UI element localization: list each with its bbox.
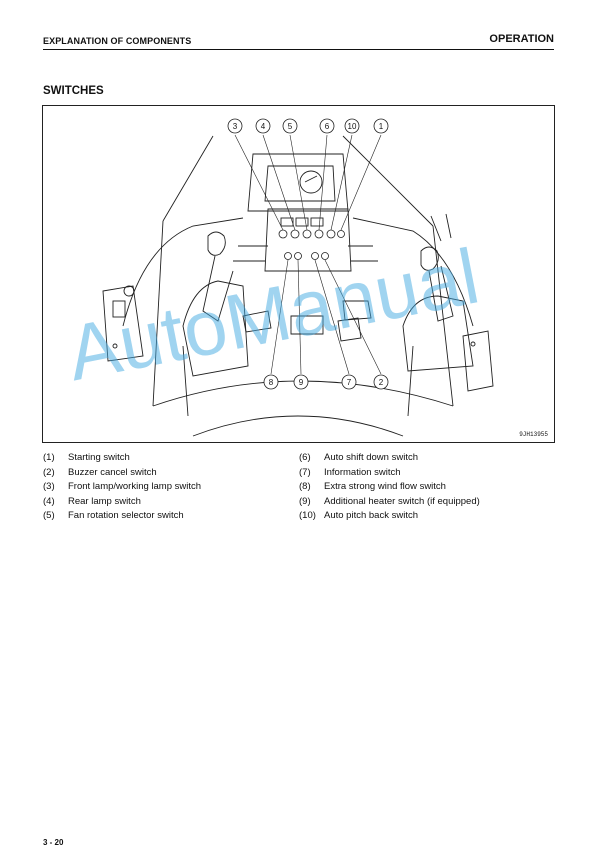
callout-5: 5	[288, 122, 293, 131]
legend-item: (9) Additional heater switch (if equipped…	[299, 495, 559, 510]
legend-number: (5)	[43, 510, 55, 522]
legend-label: Fan rotation selector switch	[68, 510, 184, 522]
legend-item: (1) Starting switch	[43, 451, 293, 466]
legend-number: (9)	[299, 495, 311, 507]
callout-1: 1	[379, 122, 384, 131]
legend-number: (3)	[43, 481, 55, 493]
legend-label: Front lamp/working lamp switch	[68, 481, 202, 493]
header-section-title: EXPLANATION OF COMPONENTS	[43, 36, 192, 46]
legend-item: (8) Extra strong wind flow switch	[299, 480, 559, 495]
legend-item: (4) Rear lamp switch	[43, 495, 293, 510]
legend-label: Information switch	[324, 466, 401, 478]
legend-label: Starting switch	[68, 452, 130, 463]
legend-item: (2) Buzzer cancel switch	[43, 466, 293, 481]
legend-number: (4)	[43, 495, 55, 507]
legend-number: (1)	[43, 452, 55, 463]
switches-figure: 3 4 5 6 10 1 8 9 7 2 9JH13955	[42, 105, 555, 443]
header-chapter-title: OPERATION	[489, 33, 554, 45]
callout-2: 2	[379, 378, 384, 387]
legend-item: (7) Information switch	[299, 466, 559, 481]
section-title: SWITCHES	[43, 85, 104, 97]
callout-10: 10	[348, 122, 357, 131]
legend-number: (8)	[299, 481, 311, 493]
legend-number: (7)	[299, 466, 311, 478]
callout-9: 9	[299, 378, 304, 387]
legend-item: (6) Auto shift down switch	[299, 451, 559, 466]
callout-8: 8	[269, 378, 274, 387]
legend-item: (10) Auto pitch back switch	[299, 509, 559, 524]
legend-label: Auto shift down switch	[324, 452, 418, 463]
cab-illustration: 3 4 5 6 10 1 8 9 7 2	[102, 118, 494, 437]
legend-label: Additional heater switch (if equipped)	[324, 495, 480, 507]
callout-6: 6	[325, 122, 330, 131]
legend-label: Buzzer cancel switch	[68, 466, 157, 478]
legend-number: (2)	[43, 466, 55, 478]
callout-3: 3	[233, 122, 238, 131]
legend-item: (5) Fan rotation selector switch	[43, 509, 293, 524]
legend-label: Extra strong wind flow switch	[324, 481, 446, 493]
legend-item: (3) Front lamp/working lamp switch	[43, 480, 293, 495]
legend-left: (1) Starting switch (2) Buzzer cancel swit…	[43, 451, 293, 524]
legend-label: Rear lamp switch	[68, 495, 141, 507]
legend-number: (6)	[299, 452, 311, 463]
callout-7: 7	[347, 378, 352, 387]
legend-label: Auto pitch back switch	[324, 510, 418, 522]
header-rule	[43, 49, 554, 50]
legend-number: (10)	[299, 510, 316, 522]
legend-right: (6) Auto shift down switch (7) Information…	[299, 451, 559, 524]
callout-4: 4	[261, 122, 266, 131]
figure-code: 9JH13955	[519, 431, 548, 438]
page-number: 3 - 20	[43, 838, 64, 847]
